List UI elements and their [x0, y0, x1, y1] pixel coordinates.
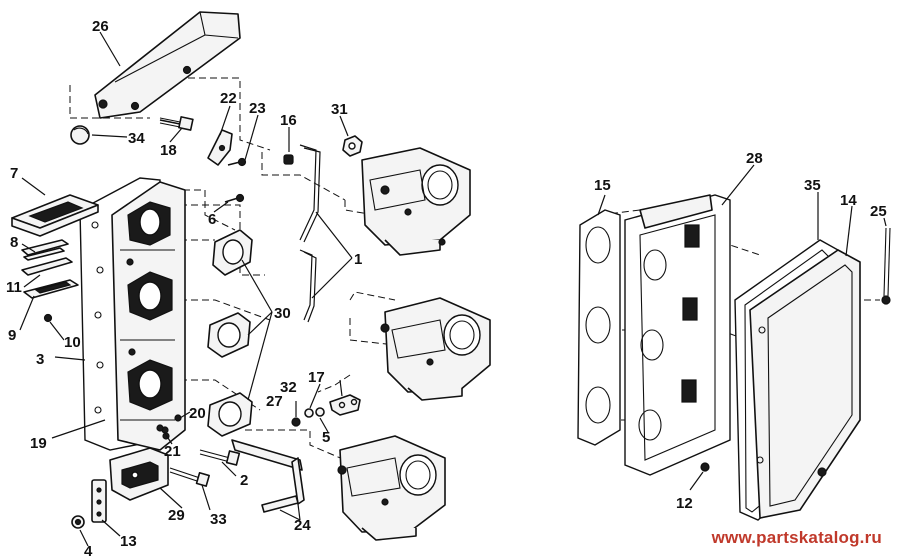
callout-14: 14: [840, 192, 857, 209]
part-15-gasket: [577, 209, 621, 446]
part-23-screw: [227, 157, 247, 167]
part-30-gasket-upper: [212, 229, 253, 276]
callout-12: 12: [676, 495, 693, 512]
part-11-reed-petal: [21, 257, 73, 276]
part-9-reed-plate: [23, 279, 79, 299]
part-31-nut: [342, 135, 363, 157]
part-14-exhaust-cover: [749, 249, 861, 519]
callout-18: 18: [160, 142, 177, 159]
part-6-screw: [224, 193, 245, 203]
callout-20: 20: [189, 405, 206, 422]
callout-31: 31: [331, 101, 348, 118]
watermark-text[interactable]: www.partskatalog.ru: [711, 528, 882, 547]
carburetor-lower: [337, 435, 446, 541]
part-32-washer: [304, 408, 314, 418]
part-33-screw: [169, 467, 210, 487]
part-7-reed-block: [11, 194, 99, 237]
callout-21: 21: [164, 443, 181, 460]
part-12-screw: [700, 462, 710, 472]
callout-28: 28: [746, 150, 763, 167]
callout-30: 30: [274, 305, 291, 322]
callout-26: 26: [92, 18, 109, 35]
callout-33: 33: [210, 511, 227, 528]
callout-10: 10: [64, 334, 81, 351]
part-8-reed-stop: [21, 239, 69, 261]
part-30-gasket-lower: [207, 392, 253, 437]
part-26-cover-bar: [94, 11, 241, 119]
part-16-clip: [283, 154, 294, 165]
part-10-screw: [43, 313, 53, 323]
part-27-screw: [291, 417, 301, 427]
part-18-screw: [159, 116, 194, 131]
callout-5: 5: [322, 429, 330, 446]
callout-13: 13: [120, 533, 137, 550]
callout-32: 32: [280, 379, 297, 396]
callout-labels: 26 34 18 22 23 16 31 6 7 8 11 9 10 3 30 …: [6, 18, 887, 558]
callout-4: 4: [84, 543, 93, 558]
part-1-link-rods: [299, 144, 321, 323]
callout-15: 15: [594, 177, 611, 194]
callout-17: 17: [308, 369, 325, 386]
part-13-plate: [91, 479, 107, 523]
callout-19: 19: [30, 435, 47, 452]
leader-lines: [19, 31, 887, 547]
callout-6: 6: [208, 211, 216, 228]
callout-16: 16: [280, 112, 297, 129]
callout-1: 1: [354, 251, 362, 268]
callout-27: 27: [266, 393, 283, 410]
callout-3: 3: [36, 351, 44, 368]
callout-34: 34: [128, 130, 145, 147]
part-34-plug: [70, 125, 90, 145]
carburetor-middle: [380, 297, 491, 401]
callout-24: 24: [294, 517, 311, 534]
callout-7: 7: [10, 165, 18, 182]
callout-22: 22: [220, 90, 237, 107]
part-30-gasket-middle: [207, 312, 251, 358]
part-17-link: [329, 394, 361, 416]
part-19-manifold-body: [111, 181, 186, 451]
callout-35: 35: [804, 177, 821, 194]
callout-11: 11: [6, 279, 22, 296]
callout-25: 25: [870, 203, 887, 220]
callout-9: 9: [8, 327, 16, 344]
part-24-hoses: [231, 439, 305, 513]
callout-23: 23: [249, 100, 266, 117]
carburetor-upper: [361, 147, 471, 256]
callout-29: 29: [168, 507, 185, 524]
part-29-mount-bracket: [109, 447, 169, 501]
part-2-screw: [199, 449, 241, 466]
part-28-inner-cover: [624, 194, 731, 476]
part-25-screw: [881, 227, 891, 305]
part-5-washer: [315, 407, 325, 417]
callout-8: 8: [10, 234, 18, 251]
part-4-screw: [71, 515, 85, 529]
callout-2: 2: [240, 472, 248, 489]
part-22-bracket: [207, 129, 233, 166]
